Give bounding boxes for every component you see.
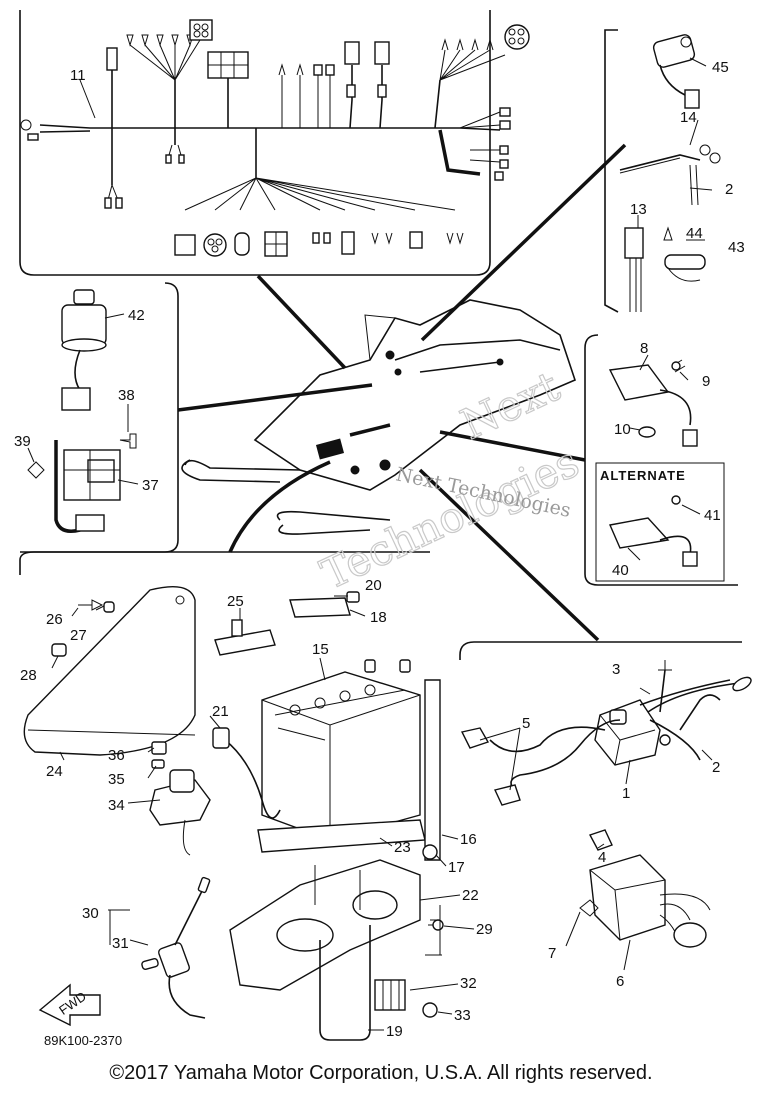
part-label-23: 23 — [394, 839, 411, 856]
part-label-18: 18 — [370, 609, 387, 626]
part-label-4: 4 — [598, 849, 606, 866]
part-label-8: 8 — [640, 340, 648, 357]
part-label-38: 38 — [118, 387, 135, 404]
part-label-2-top: 2 — [725, 181, 733, 198]
watermark-technologies: Technologies — [314, 437, 587, 599]
part-label-31: 31 — [112, 935, 129, 952]
part-label-34: 34 — [108, 797, 125, 814]
part-label-10: 10 — [614, 421, 631, 438]
part-label-27: 27 — [70, 627, 87, 644]
top-right-parts — [619, 34, 721, 312]
part-label-1: 1 — [622, 785, 630, 802]
part-label-11: 11 — [70, 67, 86, 84]
part-label-35: 35 — [108, 771, 125, 788]
watermark-next: Next — [454, 361, 567, 449]
part-label-2-bottom: 2 — [712, 759, 720, 776]
part-label-37: 37 — [142, 477, 159, 494]
part-label-32: 32 — [460, 975, 477, 992]
part-label-3: 3 — [612, 661, 620, 678]
part-label-45: 45 — [712, 59, 729, 76]
wiring-harness — [20, 19, 530, 257]
part-label-19: 19 — [386, 1023, 403, 1040]
part-number-labels: 11 45 14 2 13 44 43 42 38 39 37 8 9 10 A… — [14, 59, 745, 1048]
part-label-25: 25 — [227, 593, 244, 610]
part-label-33: 33 — [454, 1007, 471, 1024]
alternate-label: ALTERNATE — [600, 468, 686, 483]
part-label-28: 28 — [20, 667, 37, 684]
part-label-15: 15 — [312, 641, 329, 658]
part-label-20: 20 — [365, 577, 382, 594]
copyright-notice: ©2017 Yamaha Motor Corporation, U.S.A. A… — [109, 1062, 653, 1084]
part-label-40: 40 — [612, 562, 629, 579]
diagram-code: 89K100-2370 — [44, 1033, 122, 1048]
bottom-right-parts — [460, 660, 752, 948]
part-label-30: 30 — [82, 905, 99, 922]
part-label-21: 21 — [212, 703, 229, 720]
left-middle-parts — [27, 289, 137, 533]
right-middle-parts — [608, 359, 698, 567]
panel-frames — [19, 10, 742, 660]
pointer-lines — [27, 57, 713, 1031]
part-label-22: 22 — [462, 887, 479, 904]
part-label-42: 42 — [128, 307, 145, 324]
part-label-13: 13 — [630, 201, 647, 218]
part-label-36: 36 — [108, 747, 125, 764]
part-label-43: 43 — [728, 239, 745, 256]
part-label-7: 7 — [548, 945, 556, 962]
part-label-39: 39 — [14, 433, 31, 450]
part-label-17: 17 — [448, 859, 465, 876]
part-label-14: 14 — [680, 109, 697, 126]
part-label-9: 9 — [702, 373, 710, 390]
part-label-24: 24 — [46, 763, 63, 780]
part-label-44: 44 — [686, 225, 703, 242]
part-label-5: 5 — [522, 715, 530, 732]
part-label-26: 26 — [46, 611, 63, 628]
part-label-6: 6 — [616, 973, 624, 990]
snowmobile-outline — [181, 299, 576, 535]
watermark: Next Technologies Next Technologies — [313, 361, 587, 600]
part-label-41: 41 — [704, 507, 721, 524]
part-label-16: 16 — [460, 831, 477, 848]
bottom-left-parts — [23, 586, 444, 1041]
part-label-29: 29 — [476, 921, 493, 938]
